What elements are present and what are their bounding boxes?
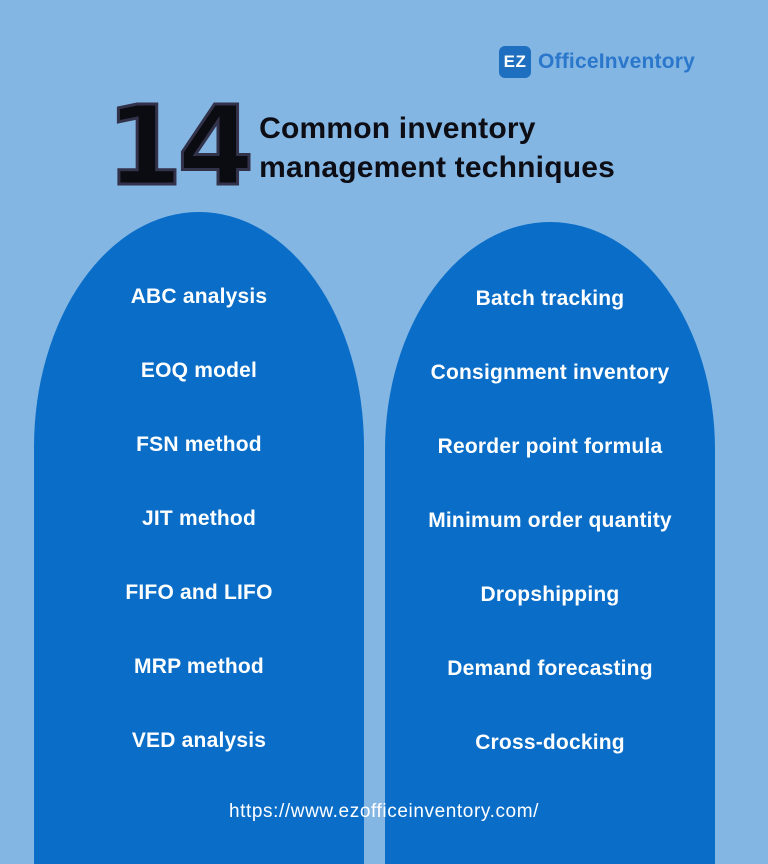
- brand-logo: EZ OfficeInventory: [499, 46, 695, 78]
- techniques-column-right: Batch tracking Consignment inventory Reo…: [385, 222, 715, 864]
- technique-item: Consignment inventory: [430, 361, 670, 384]
- count-number: 14: [104, 82, 255, 210]
- technique-item: JIT method: [141, 507, 256, 530]
- technique-item: MRP method: [134, 655, 264, 678]
- technique-item: FSN method: [136, 433, 262, 456]
- page-title: Common inventory management techniques: [259, 100, 615, 187]
- brand-name: OfficeInventory: [538, 50, 696, 73]
- technique-item: Dropshipping: [480, 583, 620, 606]
- technique-item: EOQ model: [140, 359, 258, 382]
- technique-item: Demand forecasting: [447, 657, 653, 680]
- technique-item: Batch tracking: [475, 287, 625, 310]
- technique-item: VED analysis: [131, 729, 267, 752]
- page-title-line-2: management techniques: [259, 151, 616, 184]
- ez-logo-icon: EZ: [499, 46, 531, 78]
- technique-item: ABC analysis: [130, 285, 268, 308]
- website-url[interactable]: https://www.ezofficeinventory.com/: [228, 801, 540, 822]
- technique-item: Reorder point formula: [437, 435, 663, 458]
- technique-item: Minimum order quantity: [428, 509, 672, 532]
- page-title-line-1: Common inventory: [259, 112, 536, 145]
- technique-item: FIFO and LIFO: [125, 581, 273, 604]
- techniques-column-left: ABC analysis EOQ model FSN method JIT me…: [34, 212, 364, 864]
- header: 14 Common inventory management technique…: [104, 82, 615, 210]
- technique-item: Cross-docking: [475, 731, 625, 754]
